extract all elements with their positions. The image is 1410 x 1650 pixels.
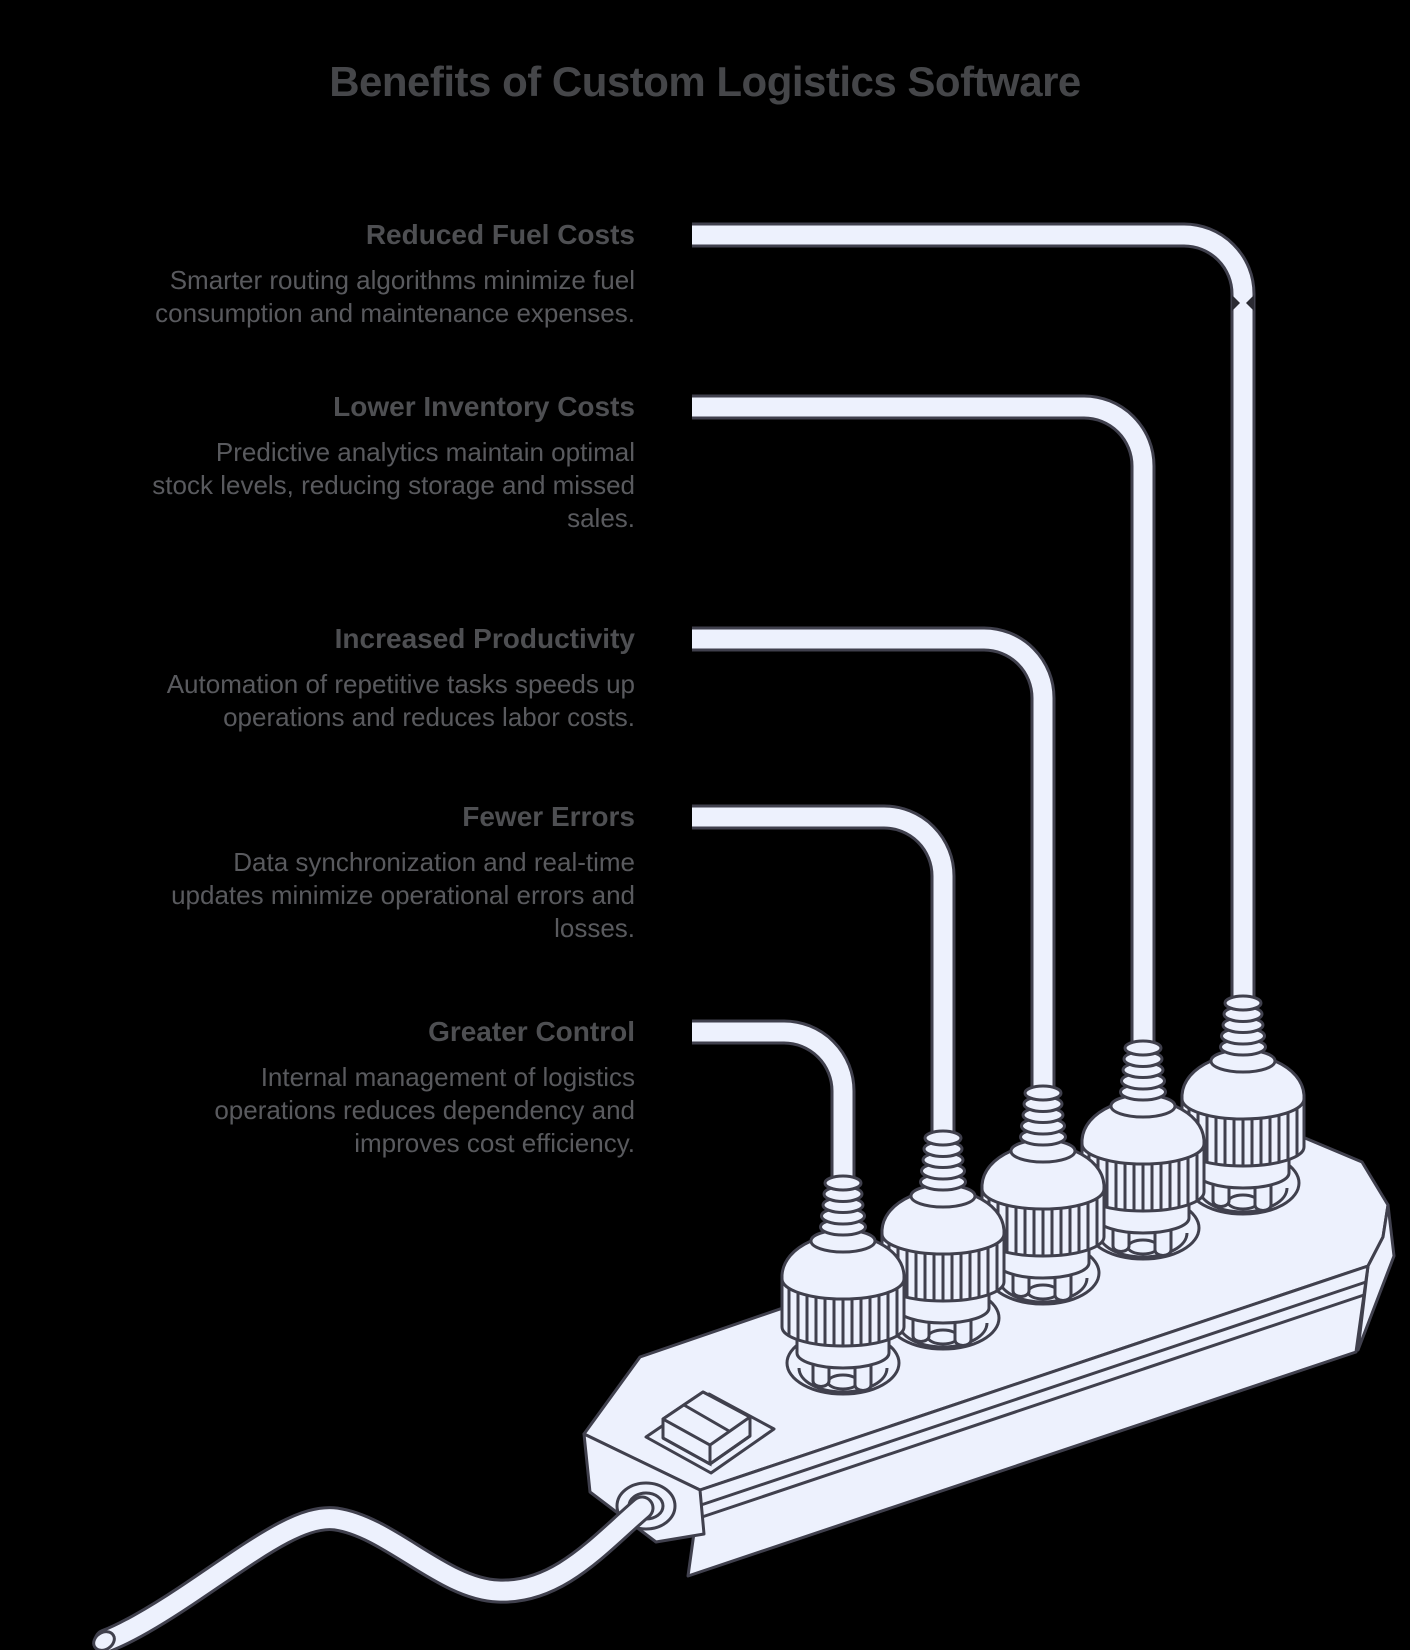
benefit-title: Reduced Fuel Costs: [365, 219, 635, 250]
benefit-title: Lower Inventory Costs: [333, 391, 635, 422]
strip-front-ridges: [695, 1280, 1367, 1521]
cord-tip: [92, 1630, 116, 1650]
benefit-block-fewer-errors: Fewer Errors Data synchronization and re…: [75, 800, 635, 945]
benefit-title: Fewer Errors: [462, 801, 635, 832]
benefit-block-increased-productivity: Increased Productivity Automation of rep…: [75, 622, 635, 734]
power-strip: [92, 1131, 1396, 1650]
benefit-description: Internal management of logistics operati…: [214, 1062, 635, 1158]
benefit-description: Smarter routing algorithms minimize fuel…: [155, 265, 635, 328]
benefit-block-greater-control: Greater Control Internal management of l…: [75, 1015, 635, 1160]
cable-seam-marks: [1232, 295, 1254, 311]
benefit-cables: [692, 222, 1256, 1183]
benefit-description: Automation of repetitive tasks speeds up…: [166, 669, 635, 732]
cable-fewer-errors: [692, 804, 956, 1138]
power-switch: [644, 1390, 776, 1475]
benefit-block-reduced-fuel-costs: Reduced Fuel Costs Smarter routing algor…: [75, 218, 635, 330]
power-cord: [92, 1481, 677, 1650]
benefit-description: Predictive analytics maintain optimal st…: [152, 437, 635, 533]
plug-greater-control: [780, 1174, 906, 1392]
cable-reduced-fuel-costs: [692, 222, 1256, 1003]
cable-lower-inventory-costs: [692, 394, 1156, 1048]
cable-greater-control: [692, 1019, 856, 1183]
benefit-block-lower-inventory-costs: Lower Inventory Costs Predictive analyti…: [75, 390, 635, 535]
cable-increased-productivity: [692, 626, 1056, 1093]
strip-front-face: [686, 1264, 1370, 1578]
benefit-title: Greater Control: [428, 1016, 635, 1047]
benefit-title: Increased Productivity: [334, 623, 635, 654]
page-title: Benefits of Custom Logistics Software: [329, 58, 1081, 105]
benefit-description: Data synchronization and real-time updat…: [171, 847, 635, 943]
